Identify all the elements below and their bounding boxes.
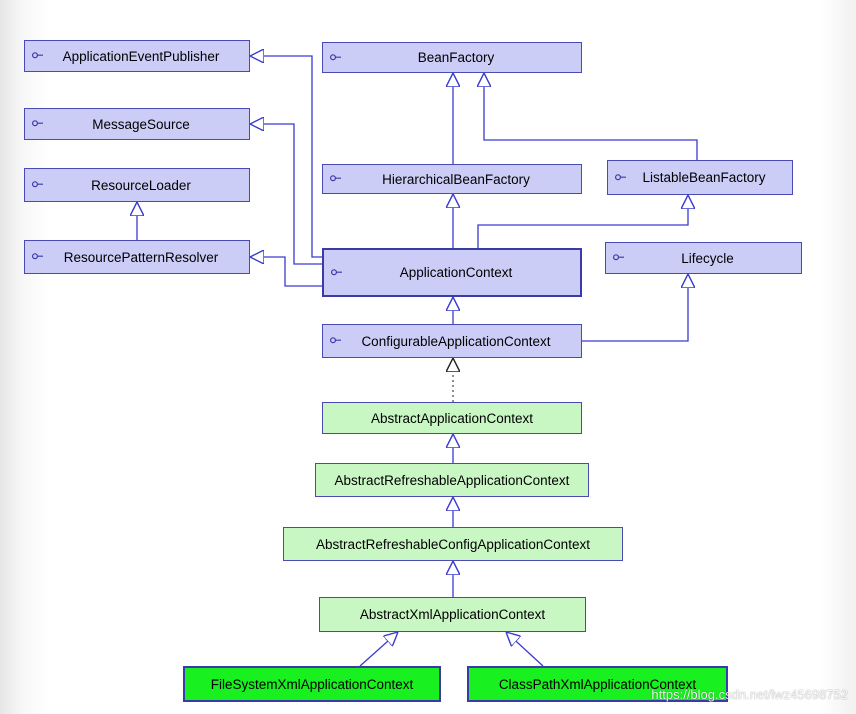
node-class-path-xml-application-context: ClassPathXmlApplicationContext: [467, 666, 728, 702]
node-label: MessageSource: [92, 116, 190, 132]
node-hierarchical-bean-factory: HierarchicalBeanFactory: [322, 164, 582, 194]
node-label: AbstractApplicationContext: [370, 410, 534, 426]
node-label: ApplicationEventPublisher: [62, 48, 220, 64]
node-resource-pattern-resolver: ResourcePatternResolver: [24, 240, 250, 274]
interface-lollipop-icon: [32, 253, 43, 260]
node-application-context: ApplicationContext: [322, 248, 582, 297]
edge-cac-to-lc: [582, 274, 688, 342]
node-abstract-application-context: AbstractApplicationContext: [322, 402, 582, 434]
node-label: BeanFactory: [417, 50, 495, 65]
interface-lollipop-icon: [330, 337, 341, 344]
interface-lollipop-icon: [331, 268, 342, 275]
node-label: ConfigurableApplicationContext: [361, 333, 551, 349]
node-label: AbstractRefreshableConfigApplicationCont…: [316, 536, 590, 552]
node-label: ClassPathXmlApplicationContext: [498, 676, 697, 692]
interface-lollipop-icon: [613, 254, 624, 261]
interface-lollipop-icon: [32, 181, 43, 188]
node-label: AbstractXmlApplicationContext: [359, 607, 546, 622]
edge-ac-to-rpr: [250, 257, 322, 287]
node-lifecycle: Lifecycle: [605, 242, 802, 274]
node-label: ResourcePatternResolver: [63, 249, 219, 265]
node-abstract-refreshable-application-context: AbstractRefreshableApplicationContext: [315, 463, 589, 497]
node-label: AbstractRefreshableApplicationContext: [334, 472, 570, 488]
node-label: ApplicationContext: [399, 265, 513, 280]
node-listable-bean-factory: ListableBeanFactory: [607, 160, 793, 195]
node-label: ResourceLoader: [91, 177, 191, 193]
node-file-system-xml-application-context: FileSystemXmlApplicationContext: [183, 666, 441, 702]
watermark: https://blog.csdn.net/lwz45698752: [651, 687, 848, 702]
edge-ac-to-aep: [250, 56, 322, 258]
node-configurable-application-context: ConfigurableApplicationContext: [322, 324, 582, 358]
edge-lbf-to-bf: [484, 73, 698, 160]
node-label: Lifecycle: [681, 250, 734, 266]
interface-lollipop-icon: [330, 53, 341, 60]
edge-cpxac-to-axac: [506, 632, 544, 667]
node-abstract-xml-application-context: AbstractXmlApplicationContext: [319, 597, 586, 632]
node-message-source: MessageSource: [24, 108, 250, 140]
interface-lollipop-icon: [330, 175, 341, 182]
node-label: HierarchicalBeanFactory: [382, 171, 530, 187]
edge-ac-to-ms: [250, 124, 322, 265]
interface-lollipop-icon: [32, 120, 43, 127]
edge-ac-to-lbf: [477, 195, 688, 248]
node-resource-loader: ResourceLoader: [24, 168, 250, 202]
interface-lollipop-icon: [615, 173, 626, 180]
node-application-event-publisher: ApplicationEventPublisher: [24, 40, 250, 72]
interface-lollipop-icon: [32, 52, 43, 59]
node-label: ListableBeanFactory: [642, 170, 766, 185]
edge-fsxac-to-axac: [359, 632, 398, 667]
node-bean-factory: BeanFactory: [322, 42, 582, 73]
node-abstract-refreshable-config-application-context: AbstractRefreshableConfigApplicationCont…: [283, 527, 623, 561]
node-label: FileSystemXmlApplicationContext: [210, 676, 414, 692]
